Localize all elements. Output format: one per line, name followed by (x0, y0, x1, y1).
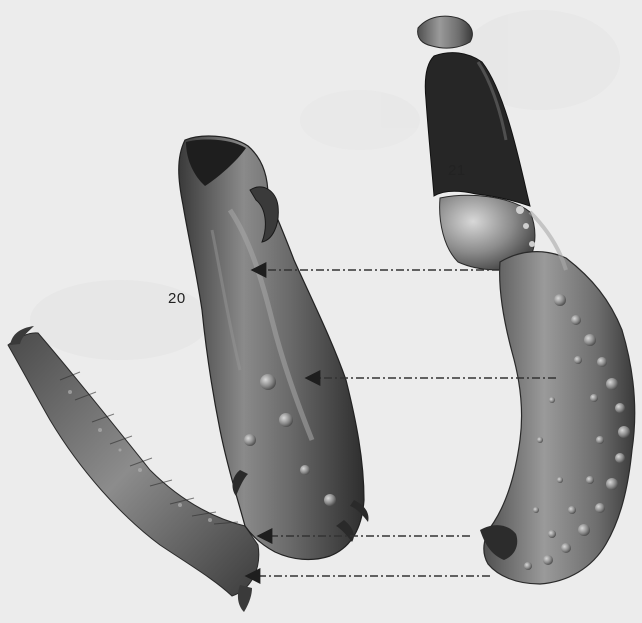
specimen-label-21: 21 (448, 162, 466, 179)
specimen-label-20: 20 (168, 290, 186, 307)
